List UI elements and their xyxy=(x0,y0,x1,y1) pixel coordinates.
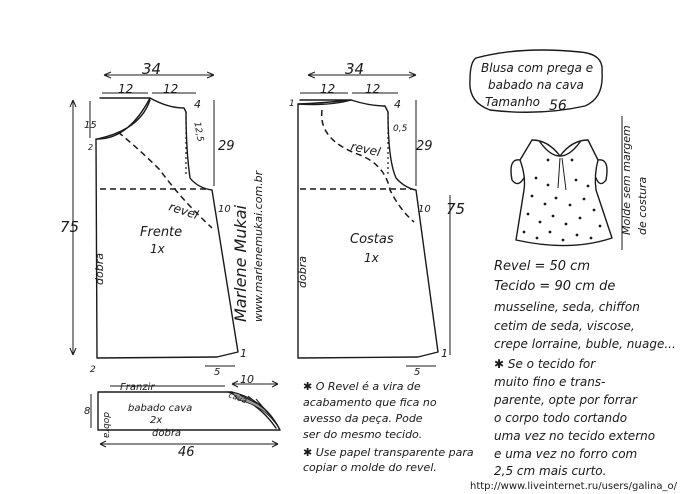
tip-line-6: e uma vez no forro com xyxy=(494,447,637,461)
back-hem-width-label: 5 xyxy=(414,367,420,378)
front-outline xyxy=(95,97,239,359)
ruffle-gather-label: Franzir xyxy=(120,382,155,393)
molde-line-1: Molde sem margem xyxy=(620,125,633,235)
ruffle-fold-bottom-label: dobra xyxy=(152,428,181,439)
front-width-label: 34 xyxy=(142,60,161,78)
front-shoulder-drop-label: 4 xyxy=(194,98,201,111)
front-revel-line xyxy=(117,131,213,229)
back-height-label: 75 xyxy=(446,200,465,218)
back-shoulder-width-label: 12 xyxy=(365,82,380,96)
ruffle-height-label: 8 xyxy=(84,406,90,417)
ruffle-pattern-piece: Franzir 10 dobra cava babado cava 2x dob… xyxy=(84,373,281,460)
title-line-2: babado na cava xyxy=(488,78,584,92)
front-shoulder-width-label: 12 xyxy=(163,82,178,96)
revel-spec: Revel = 50 cm xyxy=(494,259,590,274)
front-piece-name: Frente xyxy=(140,225,182,240)
back-armhole-label: 29 xyxy=(416,139,433,154)
front-bottom-label: 2 xyxy=(90,365,96,375)
front-hem-rise-label: 1 xyxy=(240,347,247,360)
footer-url[interactable]: http://www.liveinternet.ru/users/galina_… xyxy=(470,481,678,492)
front-shoulder-length-label: 12,5 xyxy=(191,121,204,143)
tecido-line-2: cetim de seda, viscose, xyxy=(494,319,635,333)
ruffle-name: babado cava xyxy=(128,403,192,414)
tip-line-1: ✱ Se o tecido for xyxy=(494,357,596,371)
tip-line-5: uma vez no tecido externo xyxy=(494,429,655,443)
title-size-label: Tamanho xyxy=(485,95,540,109)
tecido-line-1: musseline, seda, chiffon xyxy=(494,300,640,314)
revel-note-line-2: acabamento que fica no xyxy=(303,396,437,409)
paper-note-line-1: ✱ Use papel transparente para xyxy=(303,446,474,459)
back-width-label: 34 xyxy=(345,60,364,78)
back-piece-name: Costas xyxy=(350,232,394,247)
ruffle-cava-label: cava xyxy=(227,390,248,405)
back-hem-rise-label: 1 xyxy=(441,347,448,360)
website-vertical: www.marlenemukai.com.br xyxy=(252,169,265,322)
front-fold-label: dobra xyxy=(93,253,106,285)
front-neck-drop-label: 15 xyxy=(84,120,97,131)
front-neck-width-label: 12 xyxy=(118,82,133,96)
paper-note-line-2: copiar o molde do revel. xyxy=(303,461,437,474)
front-hem-width-label: 5 xyxy=(214,367,220,378)
ruffle-fold-left-label: dobra xyxy=(101,412,111,438)
back-revel-label: revel xyxy=(349,139,382,159)
front-piece-count: 1x xyxy=(150,242,166,256)
title-size-value: 56 xyxy=(549,98,567,114)
front-side-a-label: 10 xyxy=(218,204,231,215)
tecido-heading: Tecido = 90 cm de xyxy=(494,279,615,294)
front-pattern-piece: 34 12 12 75 15 2 29 4 12,5 10 1 5 2 reve… xyxy=(60,60,247,378)
ruffle-count: 2x xyxy=(150,415,162,426)
back-shoulder-length-label: 0,5 xyxy=(393,124,408,134)
back-shoulder-drop-label: 4 xyxy=(394,98,401,111)
tecido-line-3: crepe lorraine, buble, nuage... xyxy=(494,337,676,351)
back-piece-count: 1x xyxy=(364,251,380,265)
ruffle-width-label: 46 xyxy=(178,445,195,460)
front-small-mark-label: 2 xyxy=(88,143,93,152)
polka-dots xyxy=(522,158,602,242)
back-side-a-label: 10 xyxy=(418,204,431,215)
front-neckline xyxy=(96,99,151,140)
signature: Marlene Mukai xyxy=(231,204,250,322)
revel-note-line-3: avesso da peça. Pode xyxy=(303,412,423,425)
back-neck-drop-label: 1 xyxy=(289,99,295,109)
title-bubble: Blusa com prega e babado na cava Tamanho… xyxy=(469,49,603,114)
front-height-label: 75 xyxy=(60,218,79,236)
tip-line-7: 2,5 cm mais curto. xyxy=(494,464,606,478)
revel-note-line-1: ✱ O Revel é a vira de xyxy=(303,380,421,393)
blouse-illustration xyxy=(510,139,613,247)
title-line-1: Blusa com prega e xyxy=(481,61,593,75)
back-outline xyxy=(297,99,439,359)
front-armhole-label: 29 xyxy=(218,139,235,154)
ruffle-length-label: 10 xyxy=(240,373,254,386)
tip-line-4: o corpo todo cortando xyxy=(494,411,627,425)
back-neckline xyxy=(297,99,352,106)
back-pattern-piece: 34 12 12 1 75 29 4 0,5 10 1 5 revel dobr… xyxy=(289,60,465,378)
tip-line-3: parente, opte por forrar xyxy=(493,393,638,407)
back-neck-width-label: 12 xyxy=(320,82,335,96)
front-revel-label: revel xyxy=(167,200,201,223)
revel-note-line-4: ser do mesmo tecido. xyxy=(303,428,422,441)
back-revel-line xyxy=(320,109,415,223)
tip-line-2: muito fino e trans- xyxy=(494,375,605,389)
molde-line-2: de costura xyxy=(636,176,649,235)
back-fold-label: dobra xyxy=(296,256,309,288)
